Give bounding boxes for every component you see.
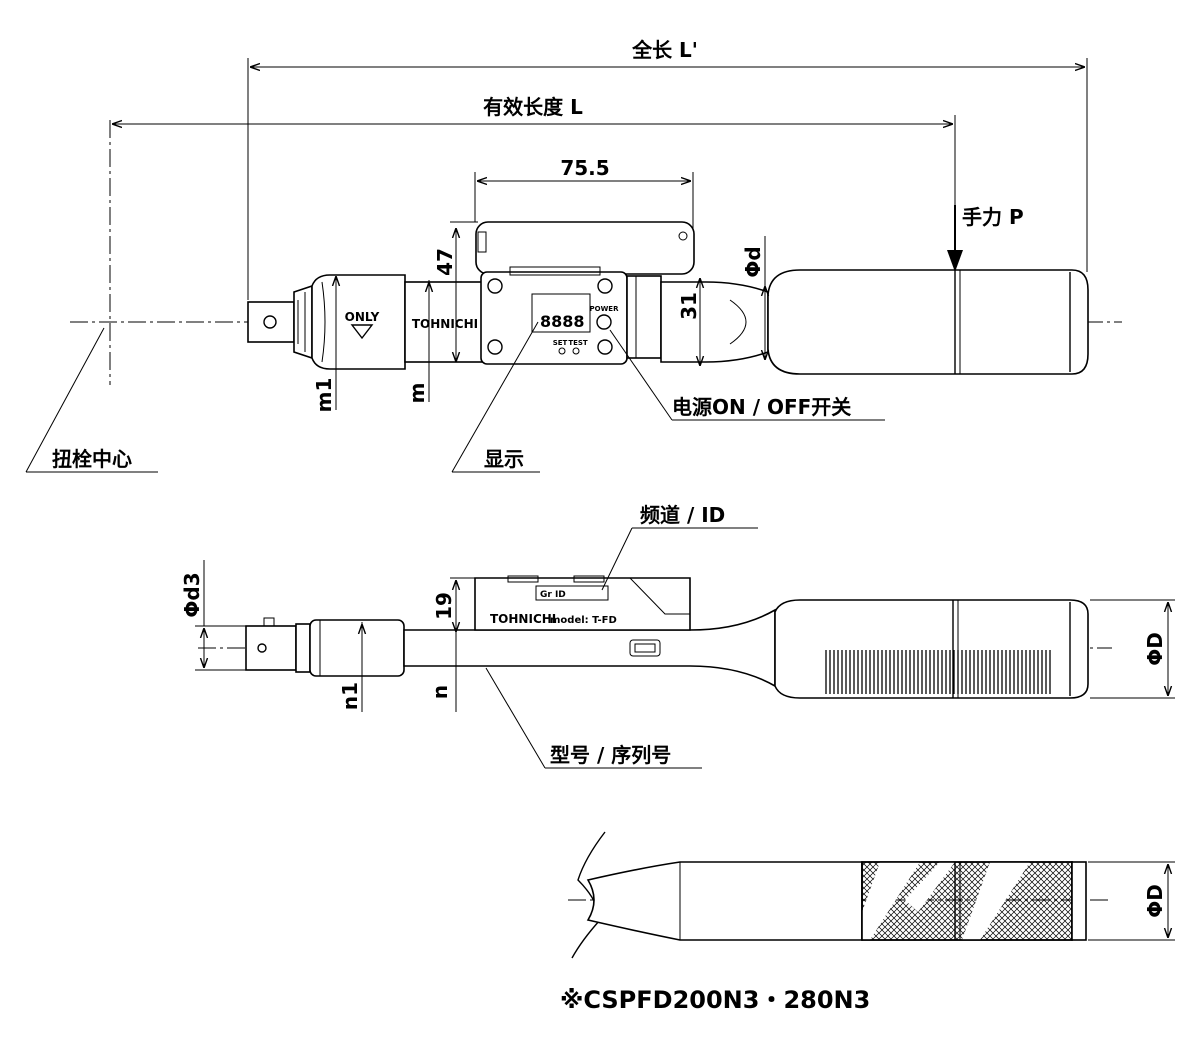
height-19-label: 19: [432, 592, 456, 620]
model-note-caption: ※CSPFD200N3・280N3: [560, 986, 870, 1014]
lcd-digits: 8888: [540, 312, 585, 331]
effective-length-label: 有效长度 L: [483, 95, 583, 119]
height-31-label: 31: [677, 292, 701, 320]
display-cover: [475, 221, 695, 275]
n-label: n: [428, 685, 452, 699]
channel-id-window-text: Gr ID: [540, 590, 566, 600]
connector-block: [626, 275, 662, 359]
side-head: [309, 619, 405, 677]
test-button: [572, 347, 580, 355]
height-47-dimension: 47: [433, 221, 478, 362]
m1-label: m1: [312, 378, 336, 413]
neck-tube: [404, 281, 486, 363]
side-display-body: [474, 577, 691, 631]
screw-icon: [487, 339, 503, 355]
drive-pin-hole: [263, 315, 277, 329]
side-slot: [629, 639, 661, 657]
model-serial-callout: 型号 / 序列号: [485, 667, 702, 769]
side-nut: [295, 623, 311, 673]
set-button: [558, 347, 566, 355]
ratchet-head: [311, 274, 406, 370]
torque-center-callout: 扭栓中心: [25, 327, 158, 473]
hand-force-label: 手力 P: [962, 205, 1024, 229]
screw-icon: [487, 278, 503, 294]
overall-length-dimension: 全长 L': [247, 38, 1088, 300]
power-button-label: POWER: [590, 305, 620, 313]
detail-shaft: [586, 861, 863, 941]
hex-nut: [293, 284, 313, 360]
display-width-dimension: 75.5: [474, 156, 694, 236]
hand-force-callout: 手力 P: [947, 205, 1024, 272]
brand-logo-side: TOHNICHI: [490, 612, 556, 626]
power-button: [596, 314, 612, 330]
set-button-label: SET: [553, 339, 568, 347]
phi-d-dimension: Φd: [741, 236, 765, 360]
display-width-label: 75.5: [560, 156, 609, 180]
overall-length-label: 全长 L': [631, 38, 698, 62]
phi-d3-dimension: Φd3: [180, 560, 260, 671]
phi-D-dimension: ΦD: [1090, 599, 1175, 699]
power-switch-callout: 电源ON / OFF开关: [609, 329, 885, 421]
model-plate: model: T-FD: [550, 615, 617, 626]
phi-D-label: ΦD: [1143, 632, 1167, 666]
grip-end-cap: [1071, 861, 1087, 941]
height-31-dimension: 31: [677, 278, 701, 366]
phi-d3-label: Φd3: [180, 572, 204, 617]
display-label: 显示: [484, 447, 524, 471]
torque-center-label: 扭栓中心: [52, 447, 132, 471]
brand-logo-top: TOHNICHI: [412, 317, 478, 331]
lcd-screen: [531, 293, 591, 333]
display-callout: 显示: [451, 321, 540, 473]
power-switch-label: 电源ON / OFF开关: [672, 395, 851, 419]
channel-id-callout: 频道 / ID: [601, 503, 758, 591]
screw-icon: [597, 278, 613, 294]
side-view: Gr ID TOHNICHI model: T-FD (function(){ …: [180, 503, 1175, 769]
side-grip-ribs: (function(){ var g = document.currentScr…: [825, 650, 1051, 694]
n1-dimension: n1: [338, 622, 362, 712]
top-view: 全长 L' 有效长度 L 75.5 ONLY TOHNICHI: [25, 38, 1122, 473]
channel-id-window: [535, 585, 609, 601]
n1-label: n1: [338, 682, 362, 710]
m-label: m: [405, 383, 429, 404]
test-button-label: TEST: [568, 339, 588, 347]
model-serial-label: 型号 / 序列号: [550, 743, 671, 767]
m1-dimension: m1: [312, 276, 336, 412]
phi-d-label: Φd: [741, 246, 765, 277]
height-19-dimension: 19: [432, 577, 478, 712]
screw-icon: [597, 339, 613, 355]
square-drive: [247, 301, 295, 343]
side-grip: [774, 599, 1089, 699]
detail-phi-D-label: ΦD: [1143, 884, 1167, 918]
effective-length-dimension: 有效长度 L: [112, 95, 956, 372]
side-square-drive: [245, 625, 297, 671]
m-dimension: m: [405, 280, 429, 403]
grip: [767, 269, 1089, 375]
detail-phi-D-dimension: ΦD: [1088, 861, 1175, 941]
channel-id-label: 频道 / ID: [640, 503, 725, 527]
grip-detail-view: ΦD ※CSPFD200N3・280N3: [560, 831, 1175, 1014]
height-47-label: 47: [433, 248, 457, 276]
direction-arrow-icon: [350, 324, 374, 340]
direction-mark: ONLY: [345, 310, 380, 324]
